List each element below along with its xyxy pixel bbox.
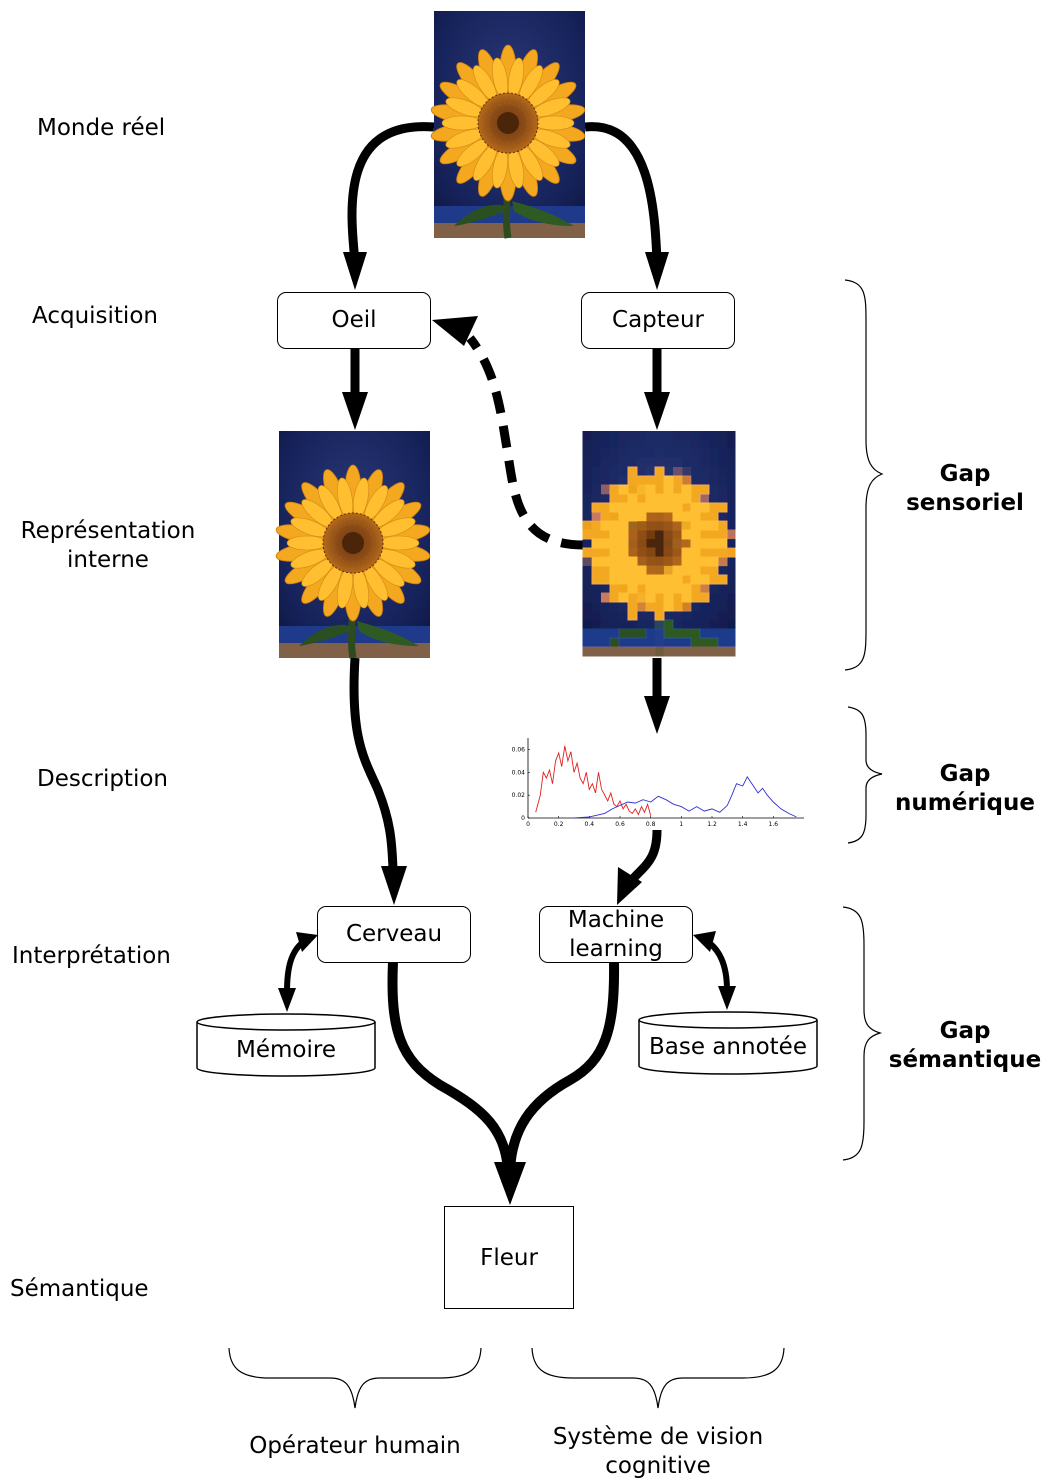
level-representation-line1: Représentation xyxy=(20,518,196,544)
brace-gap-sensoriel xyxy=(844,279,884,671)
capteur-node: Capteur xyxy=(581,292,735,349)
brace-operateur xyxy=(228,1347,482,1409)
arrowhead-memoire xyxy=(278,988,296,1012)
chart-x-tick-label: 1.6 xyxy=(769,821,779,828)
oeil-label: Oeil xyxy=(331,307,377,333)
base-annotee-label: Base annotée xyxy=(649,1034,807,1060)
machine-learning-line1: Machine xyxy=(567,906,665,933)
arrowhead-cerveau-left xyxy=(296,932,318,952)
chart-x-tick-label: 1.2 xyxy=(707,821,717,828)
systeme-vision-label: Système de vision cognitive xyxy=(508,1423,808,1481)
gap-numerique-line2: numérique xyxy=(895,790,1035,816)
arrowhead-ml-right xyxy=(693,931,716,952)
brace-gap-numerique xyxy=(847,706,883,844)
level-acquisition: Acquisition xyxy=(32,303,158,329)
chart-x-tick-label: 1.4 xyxy=(738,821,748,828)
arrowhead-ml xyxy=(617,867,642,905)
brace-systeme xyxy=(531,1347,785,1409)
arrowhead-dashed-oeil xyxy=(432,316,478,346)
gap-sensoriel-line1: Gap xyxy=(939,461,991,487)
operateur-humain-label: Opérateur humain xyxy=(249,1433,461,1459)
gap-semantique-line2: sémantique xyxy=(888,1047,1042,1073)
chart-y-tick-label: 0 xyxy=(521,815,525,822)
brace-gap-semantique xyxy=(842,906,883,1161)
arrow-image-to-capteur xyxy=(584,122,662,263)
pixelated-sunflower-image xyxy=(579,431,735,658)
level-monde-reel: Monde réel xyxy=(37,115,166,141)
memoire-label: Mémoire xyxy=(236,1037,336,1063)
arrow-cerveau-to-fleur xyxy=(387,961,513,1171)
arrowhead-pixelated xyxy=(644,392,670,430)
arrowhead-cerveau xyxy=(381,866,407,905)
chart-x-tick-label: 0 xyxy=(526,821,530,828)
arrowhead-oeil xyxy=(343,252,367,290)
machine-learning-line2: learning xyxy=(569,935,663,962)
gap-sensoriel-line2: sensoriel xyxy=(906,490,1024,516)
cerveau-node: Cerveau xyxy=(317,906,471,963)
systeme-vision-line2: cognitive xyxy=(605,1453,711,1479)
arrow-ml-to-fleur xyxy=(505,961,620,1171)
chart-series-line-2 xyxy=(573,776,797,819)
arrowhead-internal xyxy=(342,392,368,430)
arrow-chart-to-ml xyxy=(628,829,662,884)
top-sunflower-image xyxy=(430,11,586,238)
chart-x-tick-label: 0.2 xyxy=(554,821,564,828)
arrowhead-capteur xyxy=(645,252,669,290)
systeme-vision-line1: Système de vision xyxy=(552,1424,764,1450)
arrow-internal-to-cerveau xyxy=(349,657,398,871)
chart-x-tick-label: 0.6 xyxy=(615,821,625,828)
internal-sunflower-image xyxy=(275,431,431,658)
chart-y-tick-label: 0.02 xyxy=(512,792,526,799)
chart-x-tick-label: 1 xyxy=(679,821,683,828)
level-description: Description xyxy=(37,766,168,792)
arrowhead-fleur xyxy=(494,1162,526,1205)
fleur-label: Fleur xyxy=(480,1244,538,1271)
chart-y-tick-label: 0.04 xyxy=(512,769,526,776)
cerveau-label: Cerveau xyxy=(345,921,443,947)
descriptor-chart: 0 0.2 0.4 0.6 0.8 1 1.2 1.4 1.6 0 0.02 0.04 0.06 xyxy=(512,738,804,828)
arrowhead-chart xyxy=(644,696,670,734)
gap-sensoriel-label: Gap sensoriel xyxy=(875,460,1053,518)
arrow-image-to-oeil xyxy=(347,122,435,263)
chart-x-tick-label: 0.8 xyxy=(646,821,656,828)
chart-x-tick-label: 0.4 xyxy=(585,821,595,828)
gap-semantique-label: Gap sémantique xyxy=(875,1017,1053,1075)
memoire-cylinder xyxy=(196,1013,376,1077)
gap-numerique-label: Gap numérique xyxy=(875,760,1053,818)
level-interpretation: Interprétation xyxy=(12,943,171,969)
base-annotee-cylinder xyxy=(638,1011,818,1075)
fleur-node: Fleur xyxy=(444,1206,574,1309)
level-semantique: Sémantique xyxy=(10,1276,149,1302)
capteur-label: Capteur xyxy=(612,307,704,333)
gap-numerique-line1: Gap xyxy=(939,761,991,787)
level-representation-line2: interne xyxy=(67,547,149,573)
machine-learning-node: Machine learning xyxy=(539,906,693,963)
arrowhead-base xyxy=(718,986,736,1010)
gap-semantique-line1: Gap xyxy=(939,1018,991,1044)
chart-series-line-1 xyxy=(535,745,652,816)
dashed-arrow-pixelated-to-oeil xyxy=(466,335,584,550)
level-representation: Représentation interne xyxy=(8,517,208,575)
chart-y-tick-label: 0.06 xyxy=(512,746,526,753)
oeil-node: Oeil xyxy=(277,292,431,349)
